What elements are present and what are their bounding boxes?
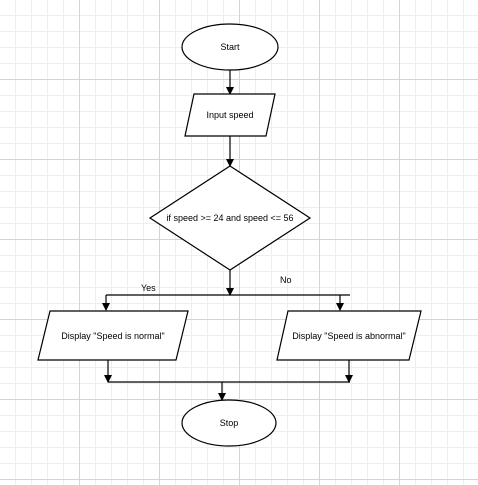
start-node: Start <box>181 23 279 71</box>
decision-node: if speed >= 24 and speed <= 56 <box>148 165 312 271</box>
normal-parallelogram <box>37 310 189 361</box>
decision-diamond <box>148 165 312 271</box>
decision-label: if speed >= 24 and speed <= 56 <box>166 213 293 223</box>
yes-branch-label: Yes <box>141 283 156 293</box>
input-parallelogram <box>184 93 276 137</box>
no-branch-label: No <box>280 275 292 285</box>
start-terminator <box>181 23 279 71</box>
connectors <box>102 70 353 401</box>
stop-node: Stop <box>181 399 277 447</box>
input-node: Input speed <box>184 93 276 137</box>
abnormal-label: Display "Speed is abnormal" <box>292 331 405 341</box>
input-label: Input speed <box>206 110 253 120</box>
normal-label: Display "Speed is normal" <box>61 331 164 341</box>
abnormal-parallelogram <box>276 310 422 361</box>
start-label: Start <box>220 42 240 52</box>
abnormal-node: Display "Speed is abnormal" <box>276 310 422 361</box>
normal-node: Display "Speed is normal" <box>37 310 189 361</box>
stop-terminator <box>181 399 277 447</box>
stop-label: Stop <box>220 418 239 428</box>
